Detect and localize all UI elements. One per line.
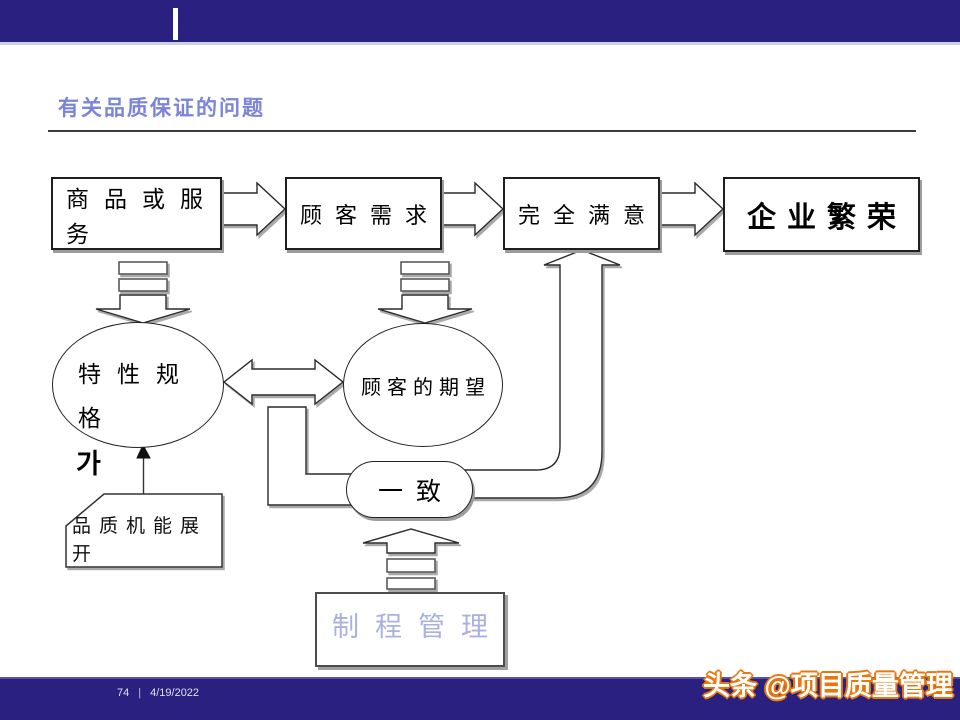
node-agreement: 一致 (346, 461, 473, 518)
thin-arrow-qfd-to-spec-icon (136, 443, 151, 494)
node-characteristic-spec: 特性规格 (52, 322, 224, 448)
up-striped-arrow-process-icon (362, 528, 460, 590)
header-bar (0, 0, 960, 42)
down-striped-arrow-goods-icon (95, 261, 191, 324)
title-underline (48, 130, 916, 132)
node-expectation-label: 顾客的期望 (361, 376, 491, 399)
footer-date: 4/19/2022 (150, 687, 200, 699)
korean-text-fragment: 가 (76, 449, 101, 479)
node-needs-label: 顾客需求 (299, 202, 440, 228)
arrow-needs-to-satisfaction-icon (441, 181, 505, 237)
node-goods-or-services: 商品或服务 (51, 177, 222, 250)
slide-title: 有关品质保证的问题 (58, 96, 265, 120)
header-tick-mark (173, 8, 178, 40)
footer-separator: | (138, 687, 142, 699)
node-customer-expectation: 顾客的期望 (343, 323, 503, 447)
node-qfd-label: 品质机能展开 (72, 516, 208, 565)
toutiao-watermark: 头条 @项目质量管理 (703, 671, 953, 701)
node-customer-needs: 顾客需求 (285, 177, 442, 250)
node-full-satisfaction: 完全满意 (503, 177, 660, 250)
arrow-satisfaction-to-prosperity-icon (659, 181, 725, 237)
node-spec-label: 特性规格 (78, 362, 195, 431)
curved-pipe-arrow-agreement-to-satisfaction-icon (461, 249, 621, 499)
down-striped-arrow-needs-icon (377, 261, 473, 324)
arrow-goods-to-needs-icon (221, 181, 287, 237)
node-process-label: 制程管理 (332, 612, 504, 642)
page-number: 74 (117, 687, 130, 699)
node-enterprise-prosperity: 企业繁荣 (723, 177, 920, 252)
footer-page-info: 74 | 4/19/2022 (117, 687, 199, 699)
node-agreement-label: 一致 (377, 478, 454, 506)
footer-bar (0, 677, 960, 720)
double-block-arrow-spec-expectation-icon (222, 358, 345, 406)
node-satisfaction-label: 完全满意 (517, 202, 658, 228)
node-prosperity-label: 企业繁荣 (746, 201, 907, 234)
node-goods-label: 商品或服务 (66, 187, 218, 247)
node-process-management: 制程管理 (315, 592, 505, 667)
qfd-plaque-shape (65, 493, 223, 568)
